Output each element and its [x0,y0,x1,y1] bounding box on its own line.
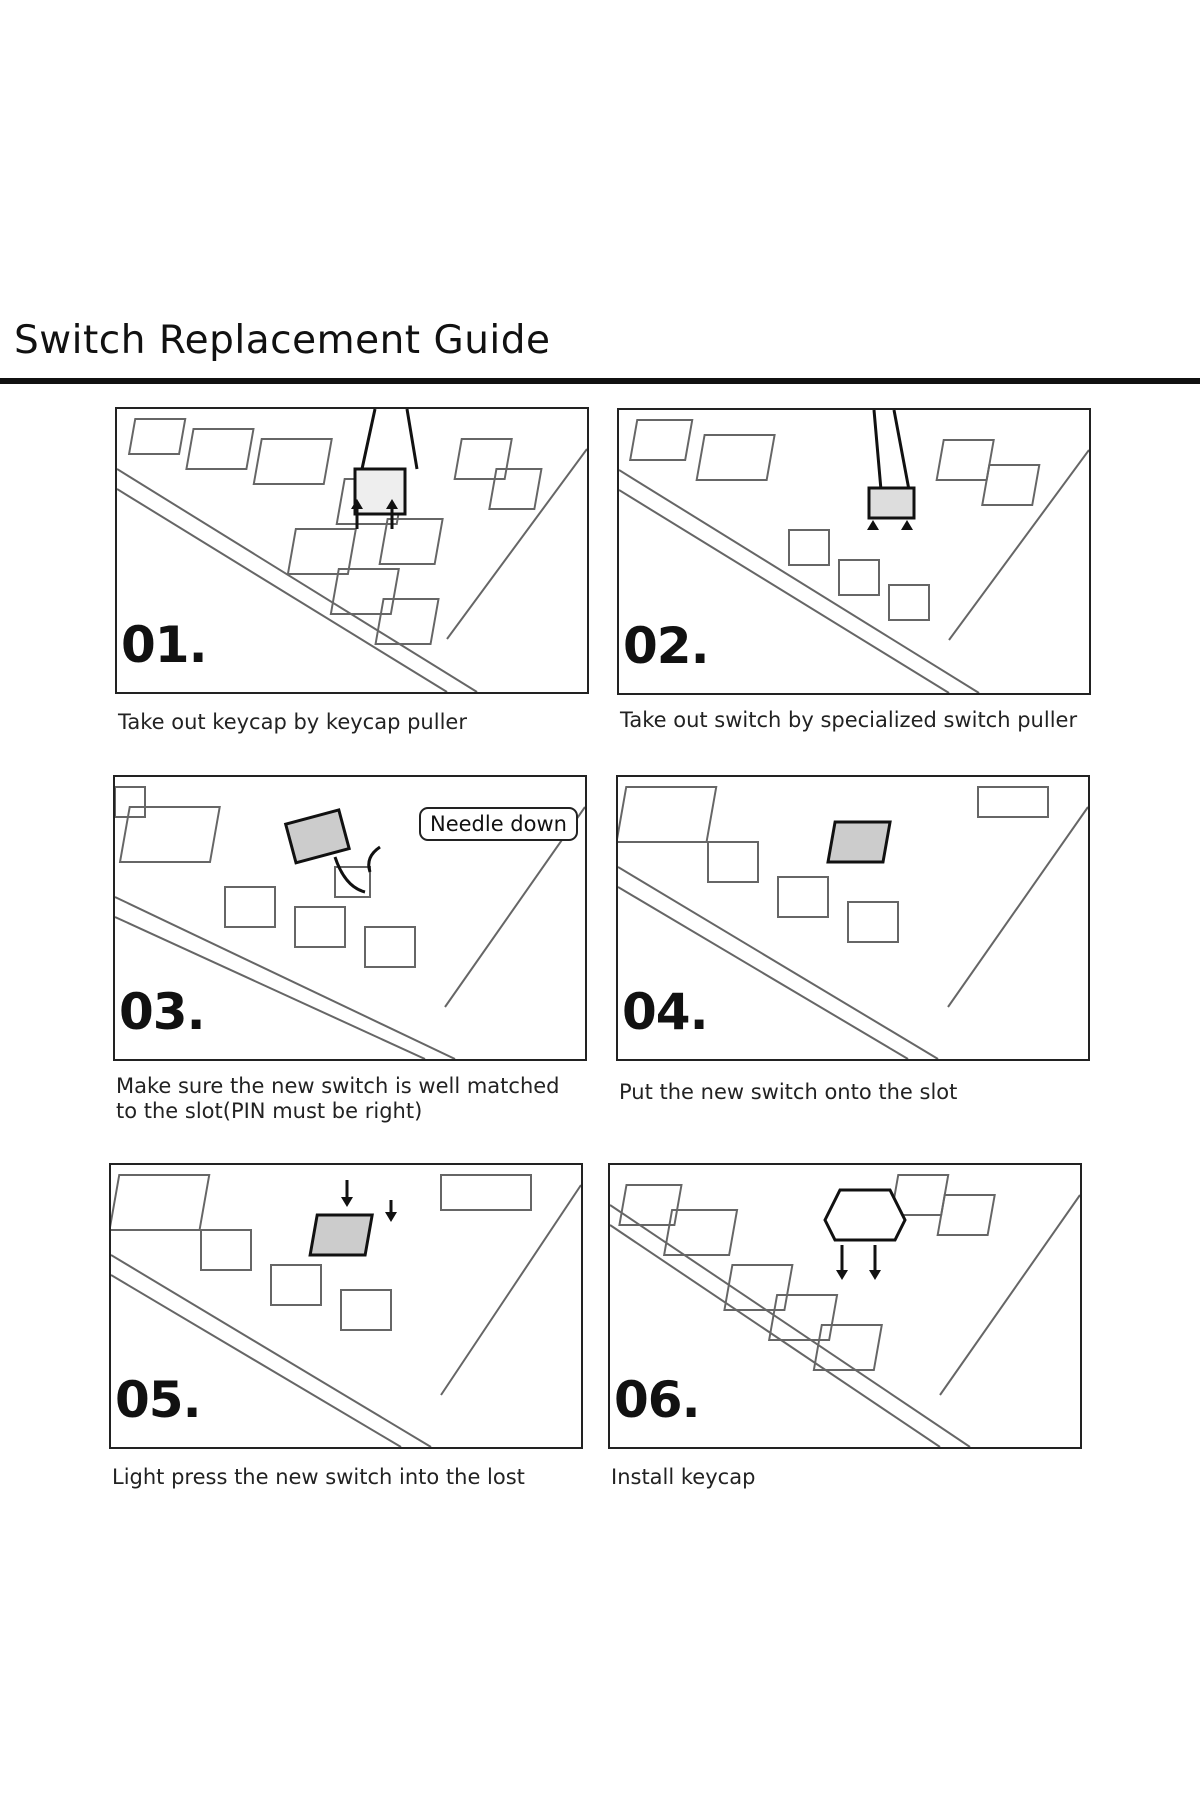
step-3-caption: Make sure the new switch is well matched… [116,1074,560,1123]
step-6-number: 06. [614,1371,701,1429]
step-1-panel: 01. [115,407,589,694]
step-5-number: 05. [115,1371,202,1429]
step-4-panel: 04. [616,775,1090,1061]
step-6-caption: Install keycap [611,1465,756,1489]
step-5-illustration [111,1174,581,1447]
step-4-caption: Put the new switch onto the slot [619,1080,958,1104]
step-3-number: 03. [119,983,206,1041]
step-5-caption: Light press the new switch into the lost [112,1465,525,1489]
step-5-panel: 05. [109,1163,583,1449]
step-2-illustration [619,410,1089,693]
step-3-panel: Needle down 03. [113,775,587,1061]
step-4-illustration [618,786,1088,1059]
step-6-illustration [610,1174,1080,1447]
step-2-caption: Take out switch by specialized switch pu… [620,708,1078,732]
title-divider [0,378,1200,384]
page-title: Switch Replacement Guide [14,318,551,363]
step-6-panel: 06. [608,1163,1082,1449]
step-4-number: 04. [622,983,709,1041]
needle-down-callout: Needle down [419,807,578,841]
step-1-number: 01. [121,616,208,674]
step-1-illustration [117,409,587,692]
step-2-number: 02. [623,617,710,675]
step-2-panel: 02. [617,408,1091,695]
step-1-caption: Take out keycap by keycap puller [118,710,467,734]
